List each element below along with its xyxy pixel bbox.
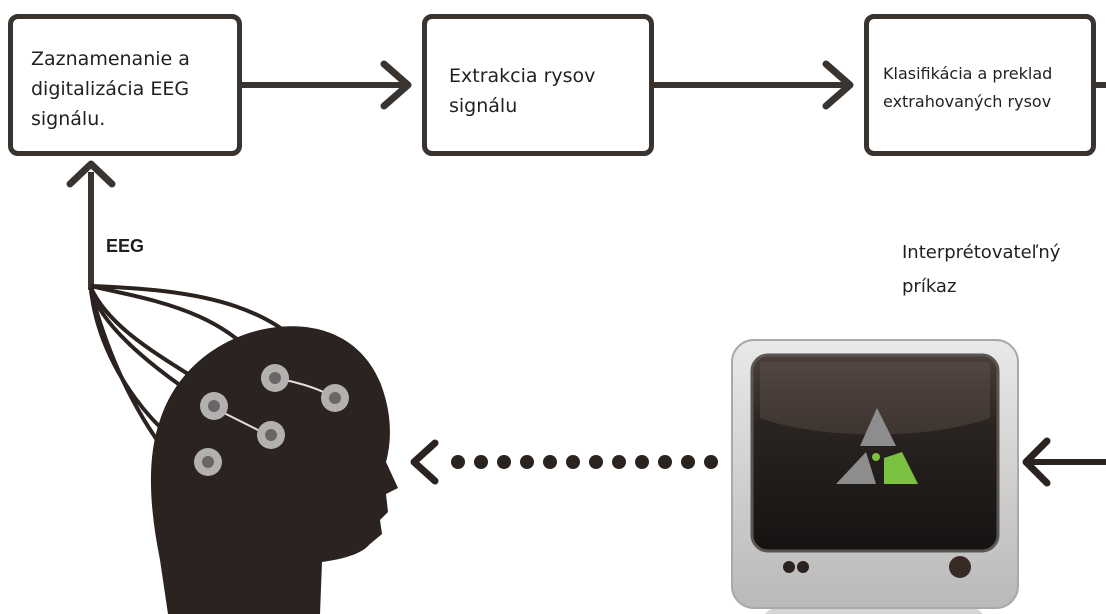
- arrow-left-icon: [410, 439, 718, 485]
- logo-icon: [836, 408, 918, 484]
- arrow-left-icon: [1022, 437, 1106, 487]
- step-label: Extrakcia rysov signálu: [449, 65, 596, 117]
- arrow-up-icon: [66, 160, 116, 290]
- electrode-wires: [89, 284, 336, 522]
- monitor-icon: [731, 339, 1019, 614]
- eeg-label: EEG: [106, 236, 145, 256]
- electrode-icon: [321, 384, 349, 412]
- step-box-recording: Zaznamenanie a digitalizácia EEG signálu…: [8, 14, 242, 156]
- electrode-icon: [261, 364, 289, 392]
- arrow-right-icon: [242, 60, 412, 110]
- electrode-icon: [257, 421, 285, 449]
- command-label: Interprétovateľný príkaz: [902, 242, 1061, 297]
- step-label: Klasifikácia a preklad extrahovaných rys…: [883, 64, 1053, 111]
- step-box-feature-extraction: Extrakcia rysov signálu: [422, 14, 654, 156]
- step-label: Zaznamenanie a digitalizácia EEG signálu…: [31, 48, 190, 130]
- electrode-icon: [200, 392, 228, 420]
- electrode-icon: [194, 448, 222, 476]
- arrow-right-icon: [654, 60, 854, 110]
- step-box-classification: Klasifikácia a preklad extrahovaných rys…: [864, 14, 1096, 156]
